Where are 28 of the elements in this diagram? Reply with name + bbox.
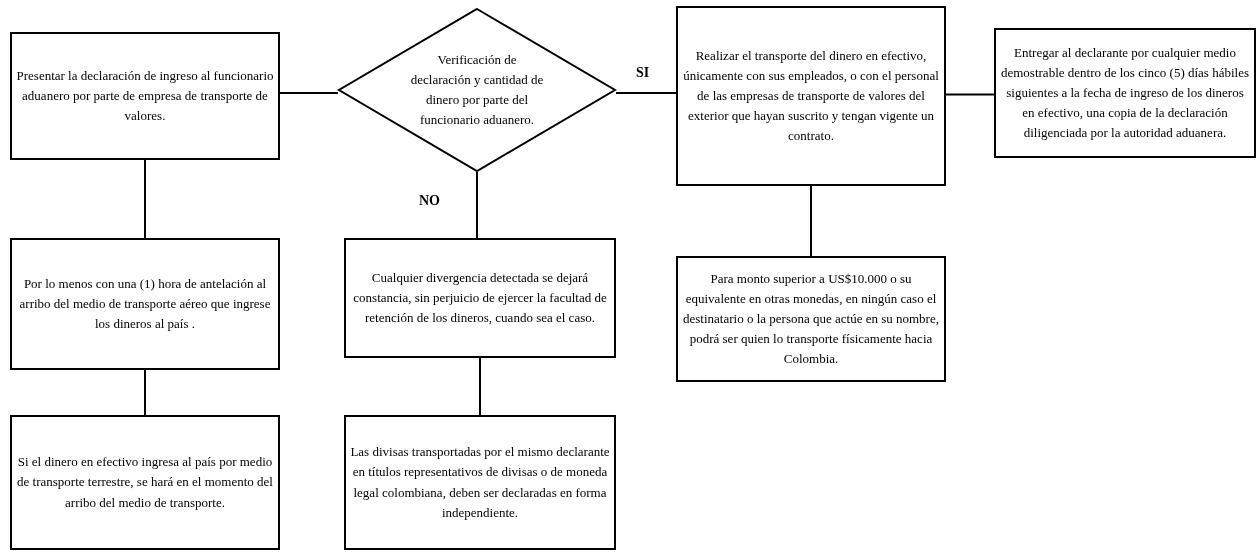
- process-box: [676, 6, 946, 186]
- process-box: [676, 256, 946, 382]
- process-box: [344, 415, 616, 550]
- connector-line: [476, 171, 478, 239]
- node-text: Entregar al declarante por cualquier medio demostrable dentro de los cinco (5) días hábiles siguientes a la fecha de ingreso de los dineros en efectivo, una copia de la declaración diligenciada por la autoridad aduanera.: [1000, 43, 1250, 143]
- decision-diamond: [338, 8, 616, 172]
- node-text: Para monto superior a US$10.000 o su equivalente en otras monedas, en ningún caso el destinatario o la persona que actúe en su nombre, podrá ser quien lo transporte físicamente hacia Colombia.: [682, 269, 940, 369]
- connector-line: [479, 357, 481, 416]
- node-text: Presentar la declaración de ingreso al funcionario aduanero por parte de empresa de transporte de valores.: [16, 66, 274, 126]
- node-text: Verificación de declaración y cantidad de dinero por parte del funcionario aduanero.: [409, 50, 545, 130]
- connector-line: [144, 369, 146, 416]
- node-text: Realizar el transporte del dinero en efectivo, únicamente con sus empleados, o con el personal de las empresas de transporte de valores del exterior que hayan suscrito y tengan vigente un contrato.: [682, 46, 940, 146]
- connector-line: [144, 159, 146, 239]
- process-box: [344, 238, 616, 358]
- process-box: [10, 415, 280, 550]
- process-box: [10, 238, 280, 370]
- node-text: Por lo menos con una (1) hora de antelación al arribo del medio de transporte aéreo que ingrese los dineros al país .: [18, 274, 272, 334]
- edge-label: NO: [419, 193, 440, 209]
- process-box: [10, 32, 280, 160]
- node-text: Si el dinero en efectivo ingresa al país por medio de transporte terrestre, se hará en el momento del arribo del medio de transporte.: [16, 453, 274, 512]
- connector-line: [279, 92, 339, 94]
- edge-label: SI: [636, 65, 650, 81]
- connector-line: [945, 93, 995, 96]
- process-box: [994, 28, 1256, 158]
- node-text: Las divisas transportadas por el mismo declarante en títulos representativos de divisas o de moneda legal colombiana, deben ser declaradas en forma independiente.: [350, 443, 610, 522]
- node-text: Cualquier divergencia detectada se dejará constancia, sin perjuicio de ejercer la facultad de retención de los dineros, cuando sea el caso.: [352, 268, 608, 328]
- connector-line: [615, 92, 677, 94]
- connector-line: [810, 185, 812, 257]
